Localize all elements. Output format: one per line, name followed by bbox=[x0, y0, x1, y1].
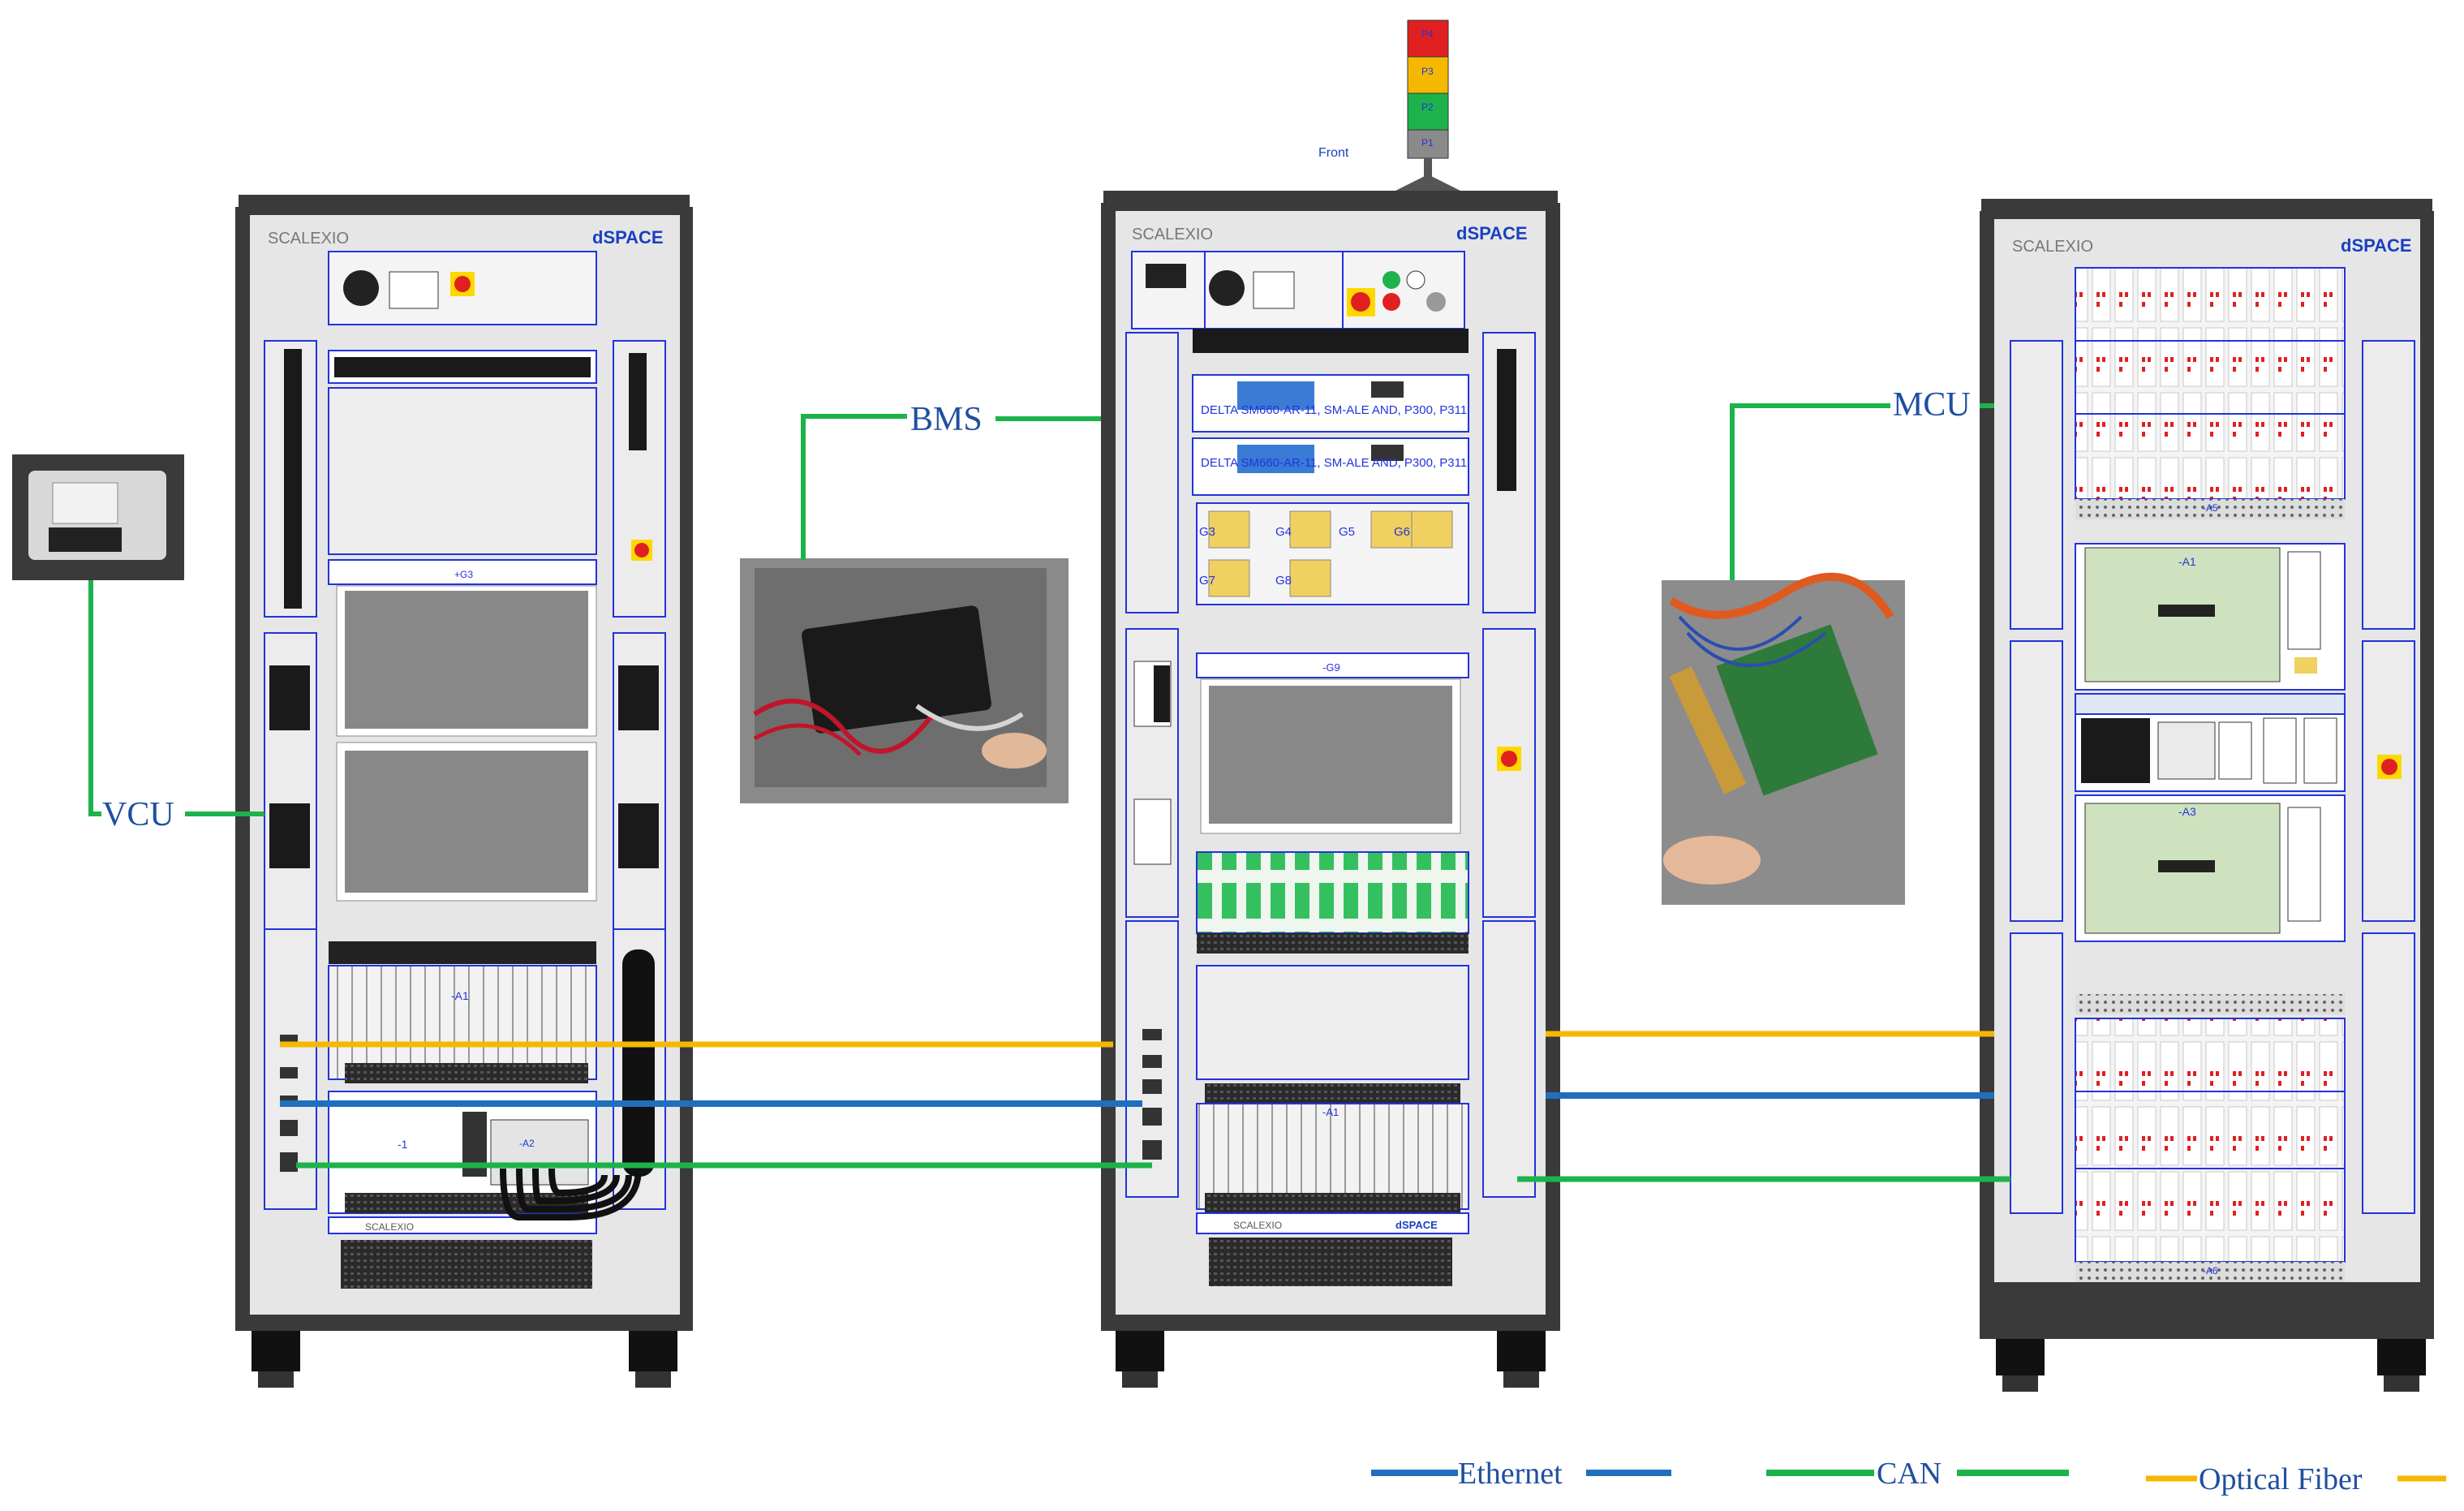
left-label-g3: +G3 bbox=[454, 569, 473, 580]
right-relay-block-top bbox=[2075, 267, 2346, 500]
key-switch-icon bbox=[1209, 270, 1245, 306]
vcu-label: VCU bbox=[102, 796, 174, 833]
left-label-a1: -A1 bbox=[451, 989, 469, 1002]
right-relay-block-bottom bbox=[2075, 1018, 2346, 1263]
beacon-label-p3: P3 bbox=[1421, 66, 1434, 77]
label-g3: G3 bbox=[1199, 525, 1215, 539]
bms-device bbox=[740, 558, 1069, 803]
connections bbox=[88, 403, 2010, 1182]
left-fan-grille-icon bbox=[341, 1240, 592, 1289]
center-monitor bbox=[1209, 686, 1452, 824]
center-fan-grille-icon bbox=[1209, 1238, 1452, 1286]
left-monitor-1 bbox=[345, 591, 588, 729]
legend-ethernet: Ethernet bbox=[1371, 1457, 1671, 1491]
left-rack-logo: dSPACE bbox=[592, 227, 664, 248]
label-a1: -A1 bbox=[1322, 1106, 1339, 1118]
label-g4: G4 bbox=[1275, 525, 1292, 539]
power-switch-icon bbox=[389, 271, 439, 309]
vcu-device bbox=[12, 454, 184, 580]
bms-can-line bbox=[801, 414, 907, 560]
center-bottom-logo: dSPACE bbox=[1395, 1219, 1438, 1231]
status-light-icon bbox=[1424, 158, 1432, 179]
key-switch-icon bbox=[343, 270, 379, 306]
mcu-label: MCU bbox=[1893, 386, 1971, 424]
left-io-chassis bbox=[328, 965, 597, 1080]
label-g7: G7 bbox=[1199, 574, 1215, 588]
left-io-strip bbox=[329, 941, 596, 964]
left-monitor-2 bbox=[345, 751, 588, 893]
front-label: Front bbox=[1318, 146, 1349, 160]
legend-optical-fiber: Optical Fiber bbox=[2146, 1462, 2446, 1496]
mcu-can-line bbox=[1730, 403, 1890, 580]
center-io-chassis bbox=[1196, 1103, 1469, 1210]
legend: Ethernet CAN Optical Fiber bbox=[1371, 1457, 2446, 1496]
beacon-label-p2: P2 bbox=[1421, 101, 1434, 113]
label-g5: G5 bbox=[1339, 525, 1355, 539]
left-rack: SCALEXIO dSPACE +G3 bbox=[235, 195, 693, 1388]
vcu-can-line bbox=[88, 580, 101, 816]
center-bottom-brand: SCALEXIO bbox=[1233, 1220, 1282, 1231]
right-rack-brand: SCALEXIO bbox=[2012, 238, 2093, 256]
right-rack-logo: dSPACE bbox=[2341, 235, 2412, 256]
label-g8: G8 bbox=[1275, 574, 1292, 588]
center-server-unit bbox=[1193, 329, 1469, 353]
power-switch-icon bbox=[1253, 271, 1295, 309]
right-label-a6: -A6 bbox=[2203, 1265, 2218, 1276]
center-rack-logo: dSPACE bbox=[1456, 223, 1528, 243]
left-bottom-brand: SCALEXIO bbox=[365, 1221, 414, 1233]
label-g9: -G9 bbox=[1322, 661, 1340, 674]
left-label-a2: -A2 bbox=[519, 1138, 535, 1149]
right-label-a1: -A1 bbox=[2178, 555, 2196, 568]
left-label-1: -1 bbox=[398, 1138, 408, 1151]
left-rack-brand: SCALEXIO bbox=[268, 230, 349, 248]
legend-can-label: CAN bbox=[1877, 1457, 1942, 1491]
center-rack: P4 P3 P2 P1 Front SCALEXIO dSPACE bbox=[1101, 19, 1560, 1388]
right-label-a3: -A3 bbox=[2178, 805, 2196, 818]
legend-ethernet-label: Ethernet bbox=[1458, 1457, 1563, 1491]
right-label-a5: -A5 bbox=[2203, 502, 2218, 514]
beacon-label-p4: P4 bbox=[1421, 28, 1434, 40]
center-rack-brand: SCALEXIO bbox=[1132, 226, 1213, 243]
label-g6: G6 bbox=[1394, 525, 1410, 539]
beacon-label-p1: P1 bbox=[1421, 137, 1434, 149]
psu-label-2: DELTA SM660-AR-11, SM-ALE AND, P300, P31… bbox=[1201, 456, 1467, 470]
mcu-device bbox=[1662, 572, 1905, 905]
psu-label-1: DELTA SM660-AR-11, SM-ALE AND, P300, P31… bbox=[1201, 403, 1467, 417]
center-io-green-chassis bbox=[1196, 851, 1469, 934]
legend-can: CAN bbox=[1766, 1457, 2069, 1491]
bms-label: BMS bbox=[910, 401, 983, 438]
legend-optical-fiber-label: Optical Fiber bbox=[2199, 1462, 2363, 1496]
right-rack: SCALEXIO dSPACE -A5 -A1 bbox=[1980, 199, 2434, 1392]
